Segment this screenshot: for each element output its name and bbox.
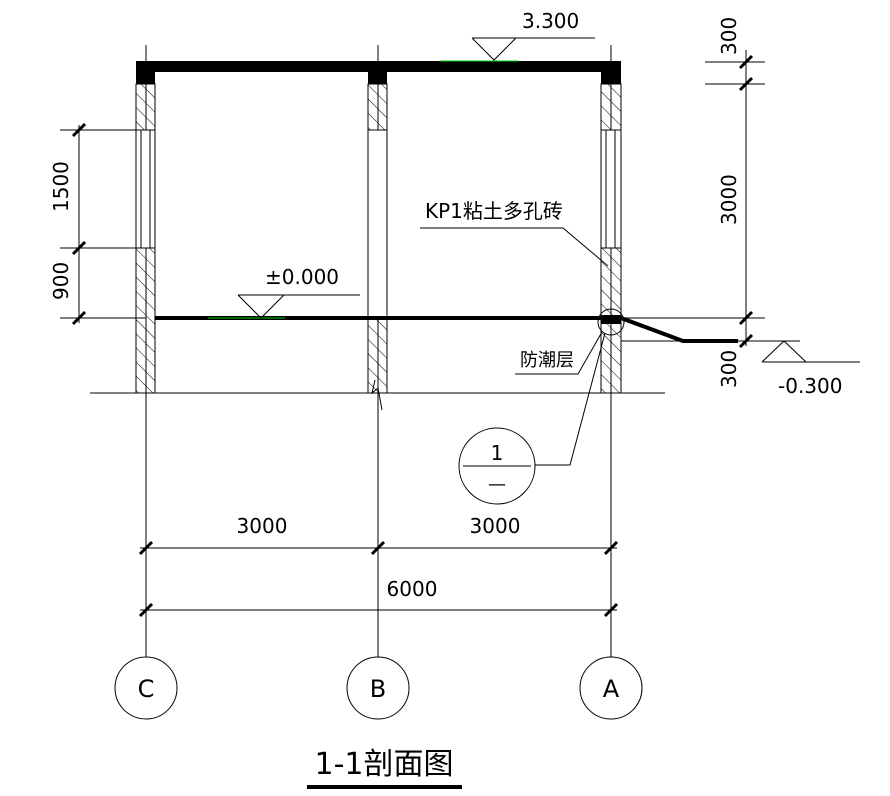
bottom-dimensions: 3000 3000 6000 [138,514,619,618]
dim-step-height: 300 [717,350,741,388]
elevation-floor-label: ±0.000 [265,265,339,289]
wall-material-label: KP1粘土多孔砖 [425,199,563,223]
drawing-title-label: 1-1剖面图 [315,747,454,782]
drawing-title: 1-1剖面图 [307,747,462,789]
roof-slab [136,61,621,84]
axis-bubble-c: C [114,656,178,720]
damp-proof-label: 防潮层 [520,350,574,371]
dim-slab-thickness: 300 [717,17,741,55]
dim-sill-height: 900 [49,262,73,300]
dim-span-b-a: 3000 [470,514,521,538]
axis-label-a: A [603,675,620,703]
elevation-roof-label: 3.300 [522,9,579,33]
dim-floor-height: 3000 [717,174,741,225]
wall-material-callout: KP1粘土多孔砖 [420,199,609,267]
dim-span-c-b: 3000 [237,514,288,538]
dim-total: 6000 [387,577,438,601]
damp-proof-callout: 防潮层 [515,331,603,375]
axis-bubble-a: A [579,656,643,720]
detail-reference: 1 — [458,308,625,505]
axis-label-b: B [370,675,386,703]
right-dimensions: 300 3000 300 [621,17,800,388]
dim-window-height: 1500 [49,161,73,212]
elevation-roof: 3.300 [471,9,595,61]
detail-sheet: — [488,474,506,495]
elevation-ground: -0.300 [761,340,860,398]
elevation-ground-label: -0.300 [778,374,842,398]
elevation-floor: ±0.000 [237,265,360,319]
detail-number: 1 [491,441,504,465]
left-dimensions: 1500 900 [49,122,146,326]
axis-label-c: C [138,675,155,703]
axis-bubble-b: B [346,656,410,720]
